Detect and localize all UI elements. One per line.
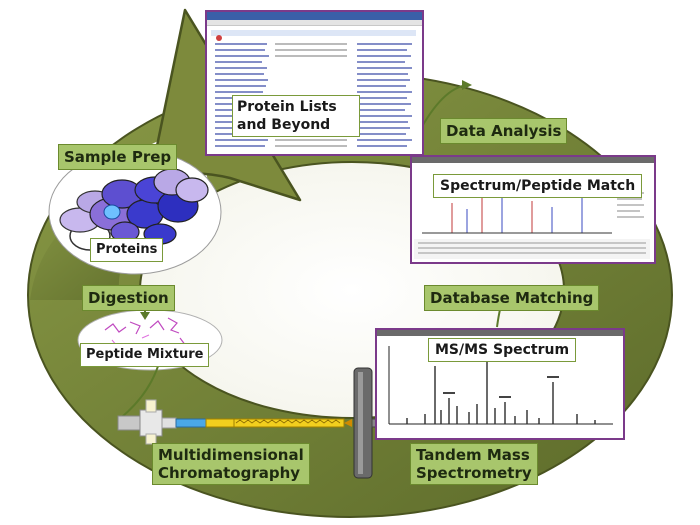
proteins-label: Proteins xyxy=(90,238,164,262)
stage-data-analysis: Data Analysis xyxy=(440,118,568,144)
capillary-column-icon xyxy=(117,359,352,445)
annotated-spectrum-icon xyxy=(414,189,650,259)
spectrum-peptide-match-label: Spectrum/Peptide Match xyxy=(433,174,643,198)
msms-spectrum-plot-icon xyxy=(388,346,613,425)
msms-spectrum-window xyxy=(375,328,625,440)
stage-multidimensional-chromatography: Multidimensional Chromatography xyxy=(152,443,310,485)
peptide-mixture-label: Peptide Mixture xyxy=(80,343,210,367)
msms-spectrum-label: MS/MS Spectrum xyxy=(428,338,577,362)
stage-database-matching: Database Matching xyxy=(424,285,600,311)
stage-digestion: Digestion xyxy=(82,285,175,311)
protein-lists-label: Protein Lists and Beyond xyxy=(232,95,360,137)
spectrum-match-window xyxy=(410,155,656,264)
stage-tandem-mass-spectrometry: Tandem Mass Spectrometry xyxy=(410,443,538,485)
stage-sample-prep: Sample Prep xyxy=(58,144,178,170)
